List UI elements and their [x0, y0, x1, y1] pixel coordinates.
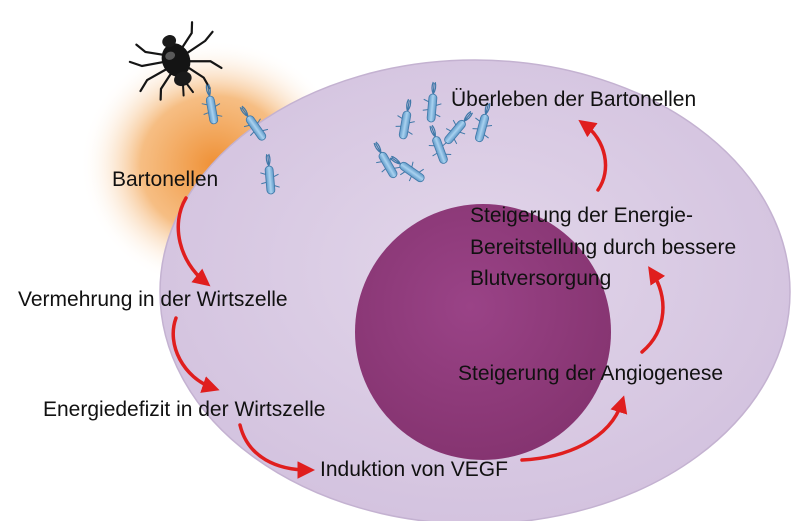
- label-energie-line2: Bereitstellung durch bessere: [470, 236, 737, 259]
- label-ueberleben: Überleben der Bartonellen: [451, 88, 697, 111]
- label-bartonellen: Bartonellen: [112, 168, 219, 191]
- arrow-to-vermehrung: [176, 196, 211, 287]
- label-vermehrung: Vermehrung in der Wirtszelle: [18, 288, 288, 311]
- label-induktion: Induktion von VEGF: [320, 458, 508, 481]
- arrow-to-energie: [640, 266, 666, 354]
- label-energiedefizit: Energiedefizit in der Wirtszelle: [43, 398, 326, 421]
- arrow-to-ueberleben: [578, 119, 608, 192]
- arrow-to-induktion: [238, 423, 315, 479]
- arrow-to-angiogenese: [520, 395, 628, 462]
- label-energie-line3: Blutversorgung: [470, 267, 612, 290]
- label-energie-line1: Steigerung der Energie-: [470, 204, 693, 227]
- tick-icon: [128, 21, 223, 101]
- cell-nucleus: [355, 204, 611, 460]
- label-angiogenese: Steigerung der Angiogenese: [458, 362, 724, 385]
- arrow-to-energiedefizit: [171, 316, 220, 393]
